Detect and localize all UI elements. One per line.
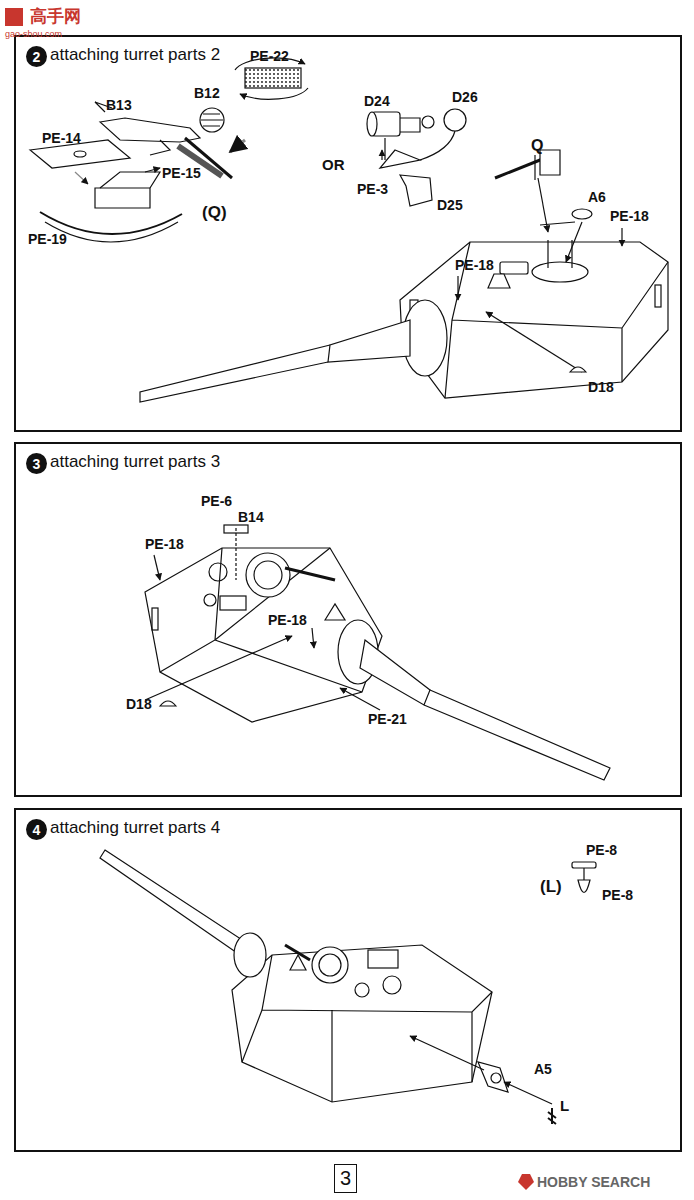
part-label: B13 bbox=[106, 98, 132, 112]
callout-label: (Q) bbox=[202, 204, 227, 221]
callout-label: (L) bbox=[540, 878, 562, 895]
step-heading: attaching turret parts 4 bbox=[50, 818, 220, 838]
part-label: PE-14 bbox=[42, 131, 81, 145]
part-label: PE-21 bbox=[368, 712, 407, 726]
number-text: 4 bbox=[33, 822, 41, 838]
part-label: PE-19 bbox=[28, 232, 67, 246]
part-label: PE-18 bbox=[610, 209, 649, 223]
part-label: PE-6 bbox=[201, 494, 232, 508]
part-label: PE-8 bbox=[602, 888, 633, 902]
part-label: D25 bbox=[437, 198, 463, 212]
number-text: 2 bbox=[33, 49, 41, 65]
number-text: 3 bbox=[340, 1167, 351, 1189]
part-label: PE-8 bbox=[586, 843, 617, 857]
part-label: PE-3 bbox=[357, 182, 388, 196]
part-label: D18 bbox=[588, 380, 614, 394]
step-number: 3 bbox=[26, 453, 47, 474]
watermark: 高手网 bbox=[30, 8, 81, 25]
step-heading: attaching turret parts 3 bbox=[50, 452, 220, 472]
part-label: B12 bbox=[194, 86, 220, 100]
step-panel: attaching turret parts 3 3 bbox=[14, 442, 682, 797]
part-label: B14 bbox=[238, 510, 264, 524]
step-number: 2 bbox=[26, 46, 47, 67]
part-label: PE-22 bbox=[250, 49, 289, 63]
part-label: A6 bbox=[588, 190, 606, 204]
callout-label: L bbox=[560, 1098, 569, 1113]
part-label: PE-18 bbox=[145, 537, 184, 551]
step-panel: attaching turret parts 2 2 bbox=[14, 35, 682, 432]
option-text: OR bbox=[322, 157, 345, 172]
part-label: A5 bbox=[534, 1062, 552, 1076]
step-number: 4 bbox=[26, 819, 47, 840]
part-label: PE-18 bbox=[455, 258, 494, 272]
watermark: HOBBY SEARCH bbox=[537, 1175, 650, 1189]
part-label: D18 bbox=[126, 697, 152, 711]
step-panel: attaching turret parts 4 4 bbox=[14, 808, 682, 1152]
part-label: PE-18 bbox=[268, 613, 307, 627]
page-number: 3 bbox=[334, 1164, 357, 1193]
step-heading: attaching turret parts 2 bbox=[50, 45, 220, 65]
part-label: D24 bbox=[364, 94, 390, 108]
number-text: 3 bbox=[33, 456, 41, 472]
part-label: D26 bbox=[452, 90, 478, 104]
watermark: gao-shou.com bbox=[5, 30, 62, 39]
part-label: PE-15 bbox=[162, 166, 201, 180]
callout-label: Q bbox=[531, 138, 543, 154]
